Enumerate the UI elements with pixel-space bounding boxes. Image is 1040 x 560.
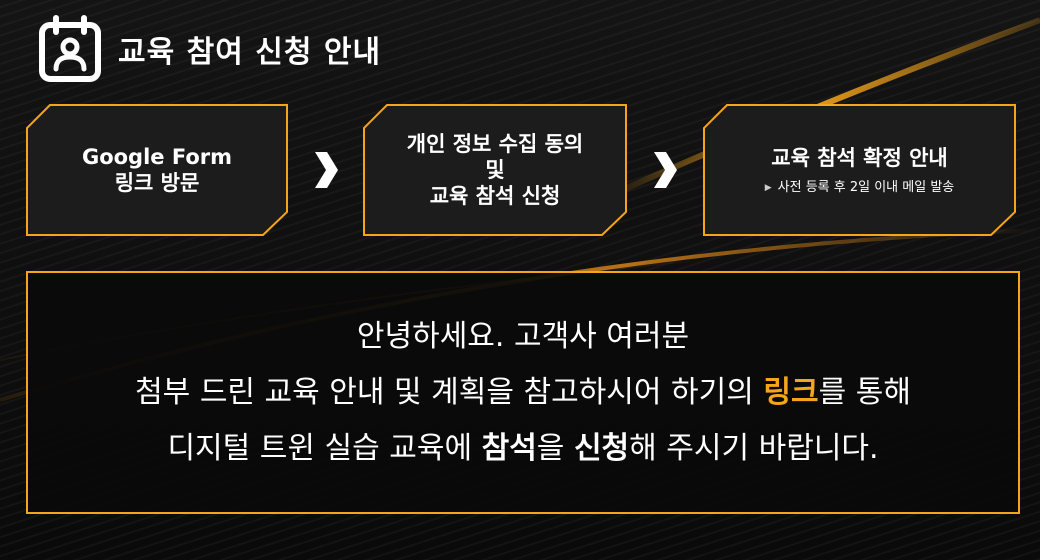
page-title: 교육 참여 신청 안내 xyxy=(118,35,382,70)
message-text: 를 통해 xyxy=(818,374,911,410)
message-text: 디지털 트윈 실습 교육에 xyxy=(167,430,482,466)
message-box: 안녕하세요. 고객사 여러분 첨부 드린 교육 안내 및 계획을 참고하시어 하… xyxy=(26,271,1020,514)
message-line-1: 안녕하세요. 고객사 여러분 xyxy=(357,309,689,365)
step-consent: 개인 정보 수집 동의 및 교육 참석 신청 xyxy=(363,104,627,236)
message-line-2: 첨부 드린 교육 안내 및 계획을 참고하시어 하기의 링크를 통해 xyxy=(135,365,911,421)
chevron-right-icon xyxy=(654,152,677,188)
step-subtitle-text: 사전 등록 후 2일 이내 메일 발송 xyxy=(777,179,955,195)
bold-text: 참석 xyxy=(481,430,537,466)
message-text: 안녕하세요. 고객사 여러분 xyxy=(356,318,690,354)
message-text: 첨부 드린 교육 안내 및 계획을 참고하시어 하기의 xyxy=(135,374,764,410)
step-subtitle: ▶ 사전 등록 후 2일 이내 메일 발송 xyxy=(765,176,955,195)
step-google-form: Google Form 링크 방문 xyxy=(26,104,288,236)
link-highlight: 링크 xyxy=(763,374,819,410)
chevron-right-icon xyxy=(315,152,338,188)
bold-text: 신청 xyxy=(573,430,630,466)
step-title: 개인 정보 수집 동의 및 교육 참석 신청 xyxy=(406,131,584,209)
triangle-bullet-icon: ▶ xyxy=(764,182,772,193)
id-card-calendar-icon xyxy=(39,15,101,82)
header: 교육 참여 신청 안내 xyxy=(38,14,381,84)
step-title: Google Form 링크 방문 xyxy=(81,144,233,195)
message-line-3: 디지털 트윈 실습 교육에 참석을 신청해 주시기 바랍니다. xyxy=(167,421,878,477)
message-text: 을 xyxy=(536,430,574,466)
step-title: 교육 참석 확정 안내 xyxy=(771,146,948,171)
message-text: 해 주시기 바랍니다. xyxy=(629,430,879,466)
step-confirmation: 교육 참석 확정 안내 ▶ 사전 등록 후 2일 이내 메일 발송 xyxy=(703,104,1016,236)
